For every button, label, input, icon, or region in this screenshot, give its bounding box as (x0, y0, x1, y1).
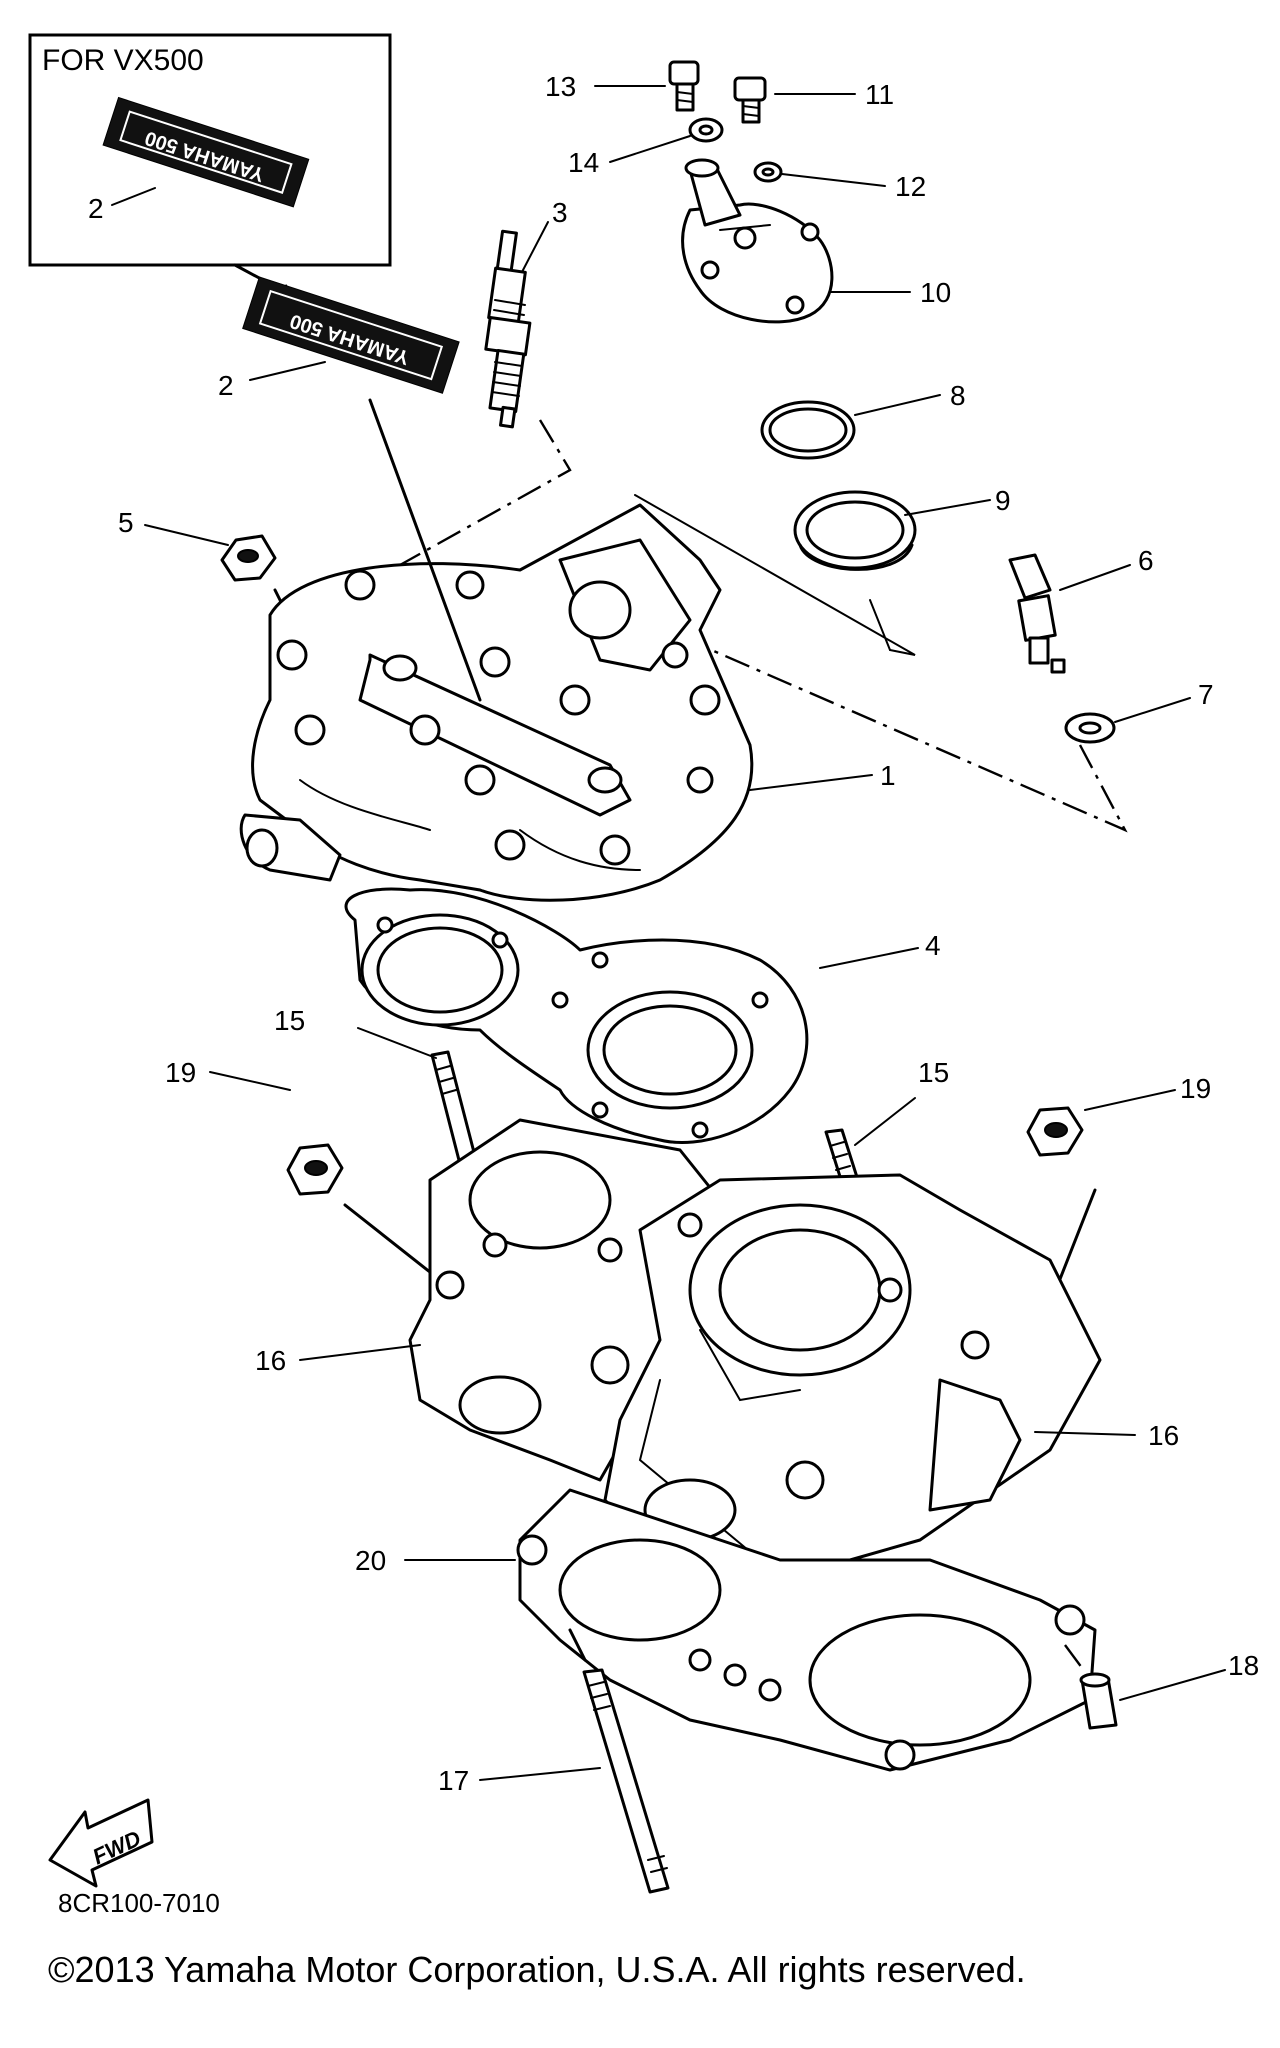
head-gasket-part-4 (344, 887, 809, 1145)
callout-5: 5 (118, 507, 134, 538)
callout-16b: 16 (1148, 1420, 1179, 1451)
spark-plug-part-3 (484, 229, 532, 429)
callout-3: 3 (552, 197, 568, 228)
callout-6: 6 (1138, 545, 1154, 576)
washer-part-7 (1064, 712, 1116, 744)
copyright-notice: ©2013 Yamaha Motor Corporation, U.S.A. A… (48, 1949, 1026, 1990)
nut-part-19a (286, 1143, 344, 1196)
bolt-part-13 (668, 60, 700, 112)
callout-11: 11 (865, 79, 894, 110)
callout-8: 8 (950, 380, 966, 411)
callout-16a: 16 (255, 1345, 286, 1376)
decal-part-2: YAMAHA 500 (242, 276, 460, 394)
thermostat-cover-part-10 (681, 158, 834, 324)
dowel-pin-part-18 (1079, 1672, 1118, 1730)
cylinder-block-part-16 (408, 1118, 1102, 1602)
washer-part-12 (753, 161, 783, 183)
vx500-inset: FOR VX500 YAMAHA 500 2 (28, 33, 392, 302)
cylinder-head-part-1 (239, 503, 754, 902)
callout-9: 9 (995, 485, 1011, 516)
callout-2: 2 (218, 370, 234, 401)
callout-18: 18 (1228, 1650, 1259, 1681)
washer-part-14 (688, 117, 724, 143)
temperature-sensor-part-6 (1008, 553, 1066, 674)
callout-13: 13 (545, 71, 576, 102)
callout-20: 20 (355, 1545, 386, 1576)
callout-19a: 19 (165, 1057, 196, 1088)
callout-12: 12 (895, 171, 926, 202)
callout-15a: 15 (274, 1005, 305, 1036)
o-ring-part-8 (760, 400, 856, 460)
callout-17: 17 (438, 1765, 469, 1796)
callout-4: 4 (925, 930, 941, 961)
nut-part-19b (1026, 1106, 1084, 1157)
diagram-code: 8CR100-7010 (58, 1888, 220, 1918)
callout-10: 10 (920, 277, 951, 308)
thermostat-part-9 (793, 490, 917, 571)
stud-bolt-part-17 (582, 1668, 670, 1894)
nut-part-5 (220, 534, 277, 582)
inset-title: FOR VX500 (42, 44, 204, 77)
callout-7: 7 (1198, 679, 1214, 710)
callout-1: 1 (880, 760, 896, 791)
callout-inset-2: 2 (88, 193, 104, 224)
forward-arrow-icon: FWD (48, 1798, 154, 1888)
callout-14: 14 (568, 147, 599, 178)
callout-15b: 15 (918, 1057, 949, 1088)
base-gasket-part-20 (516, 1488, 1097, 1772)
bolt-part-11 (733, 76, 767, 124)
callout-19b: 19 (1180, 1073, 1211, 1104)
